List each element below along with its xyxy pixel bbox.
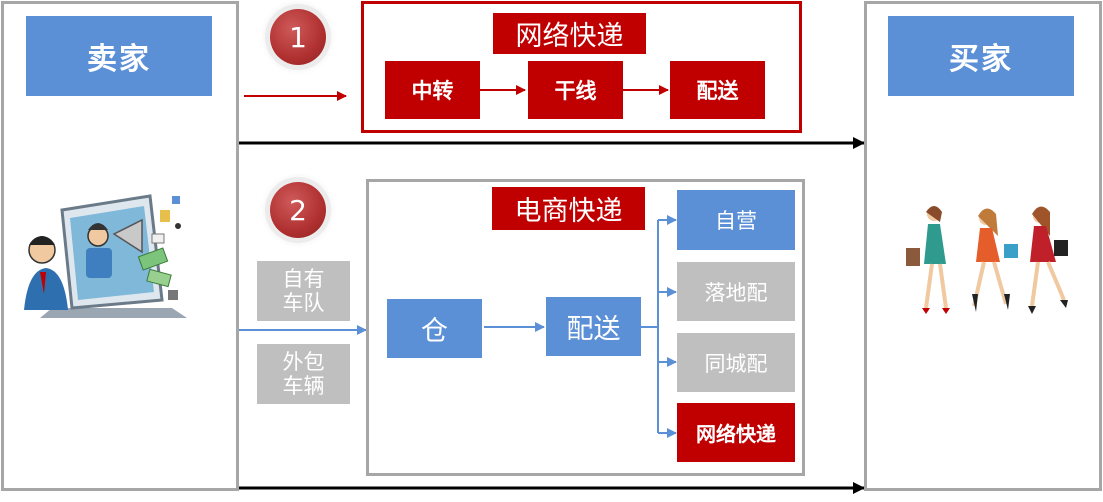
route1-number-badge: 1 (270, 9, 326, 65)
route2-frame (366, 179, 805, 476)
seller-title: 卖家 (26, 16, 212, 96)
buyer-title: 买家 (888, 16, 1074, 96)
outlet-self-operated: 自营 (677, 190, 795, 250)
route1-frame (361, 1, 802, 133)
route2-title: 电商快递 (492, 187, 645, 230)
route1-step-trunk: 干线 (528, 61, 623, 119)
outlet-network-express: 网络快递 (677, 403, 795, 462)
warehouse-box: 仓 (387, 299, 482, 358)
route2-number-badge: 2 (270, 182, 326, 238)
seller-laptop-illustration-icon (24, 194, 187, 318)
route1-step-delivery: 配送 (670, 61, 765, 119)
source-own-fleet: 自有 车队 (257, 261, 350, 321)
route1-title: 网络快递 (493, 13, 646, 54)
delivery-box: 配送 (546, 297, 641, 356)
outlet-last-mile: 落地配 (677, 262, 795, 321)
source-outsourced-vehicles: 外包 车辆 (257, 344, 350, 404)
outlet-same-city: 同城配 (677, 333, 795, 392)
route1-step-transfer: 中转 (385, 61, 480, 119)
shopping-women-illustration-icon (906, 206, 1068, 314)
